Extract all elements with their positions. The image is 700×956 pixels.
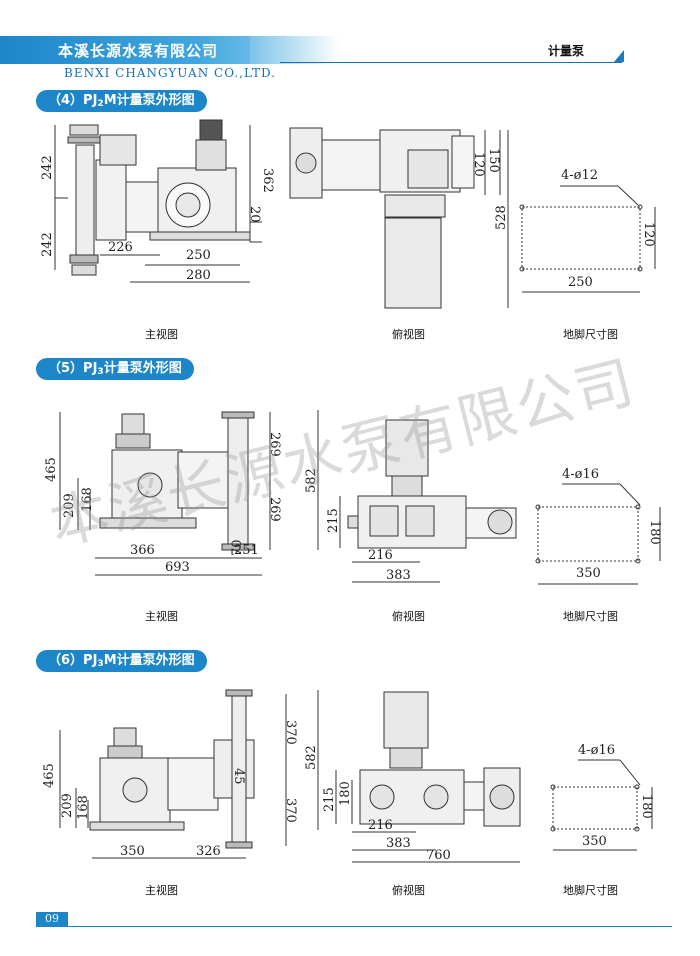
caption-top-view: 俯视图 [392, 610, 425, 623]
dim-350-pj3m: 350 [120, 844, 145, 859]
dim-326: 326 [196, 844, 221, 859]
dim-216-pj3m: 216 [368, 818, 393, 833]
dim-366: 366 [130, 543, 155, 558]
caption-base-view: 地脚尺寸图 [563, 610, 618, 623]
header-rule [280, 62, 622, 63]
corner-triangle-icon [614, 50, 624, 62]
company-name-en: BENXI CHANGYUAN CO.,LTD. [64, 66, 276, 80]
dim-base-350-pj3m: 350 [582, 834, 607, 849]
caption-top-view: 俯视图 [392, 328, 425, 341]
dim-4-phi16-pj3: 4-ø16 [562, 467, 600, 482]
dim-383-pj3: 383 [386, 568, 411, 583]
section-tag-prefix: （6）PJ [48, 653, 98, 668]
section-tag-subscript: 3 [97, 659, 104, 669]
section-tag-pj2m: （4）PJ2M计量泵外形图 [36, 90, 207, 112]
dim-760: 760 [426, 848, 451, 863]
dim-251: 251 [234, 543, 259, 558]
page-number: 09 [36, 912, 68, 926]
section-tag-subscript: 2 [97, 99, 104, 109]
footer-rule [36, 926, 672, 927]
dim-base-350-pj3: 350 [576, 566, 601, 581]
dim-base-250: 250 [568, 275, 593, 290]
caption-base-view: 地脚尺寸图 [563, 328, 618, 341]
caption-base-view: 地脚尺寸图 [563, 884, 618, 897]
header-band [0, 36, 280, 64]
dim-280: 280 [186, 268, 211, 283]
section-tag-pj3m: （6）PJ3M计量泵外形图 [36, 650, 207, 672]
caption-front-view: 主视图 [145, 610, 178, 623]
category-label: 计量泵 [548, 44, 585, 58]
caption-top-view: 俯视图 [392, 884, 425, 897]
caption-front-view: 主视图 [145, 328, 178, 341]
section-tag-prefix: （4）PJ [48, 93, 98, 108]
section-tag-suffix: M计量泵外形图 [103, 93, 195, 108]
caption-front-view: 主视图 [145, 884, 178, 897]
section-tag-suffix: 计量泵外形图 [103, 361, 182, 376]
dim-216-pj3: 216 [368, 548, 393, 563]
dim-693: 693 [165, 560, 190, 575]
dim-226: 226 [108, 240, 133, 255]
section-tag-suffix: M计量泵外形图 [103, 653, 195, 668]
dim-250: 250 [186, 248, 211, 263]
dim-4-phi12: 4-ø12 [561, 168, 599, 183]
header-band-fade [250, 36, 340, 64]
company-name-cn: 本溪长源水泵有限公司 [58, 42, 219, 60]
dim-base-180-pj3m: 180 [639, 794, 654, 819]
section-tag-subscript: 3 [97, 367, 104, 377]
dim-4-phi16-pj3m: 4-ø16 [578, 743, 616, 758]
dim-383-pj3m: 383 [386, 836, 411, 851]
section-tag-pj3: （5）PJ3计量泵外形图 [36, 358, 194, 380]
section-tag-prefix: （5）PJ [48, 361, 98, 376]
